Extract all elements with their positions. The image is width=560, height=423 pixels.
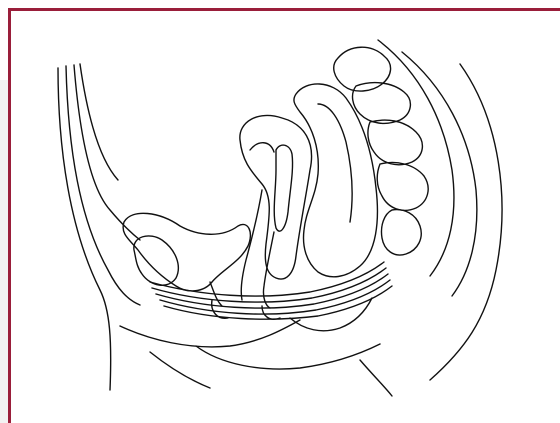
bladder [123, 213, 250, 306]
rectum [294, 84, 378, 277]
posterior-body-wall [430, 64, 502, 380]
perineum [120, 298, 392, 396]
abdominal-wall [58, 64, 140, 390]
pubic-bone [134, 236, 178, 285]
sacrum [334, 40, 477, 296]
pelvic-floor-muscles [150, 262, 392, 319]
uterus [240, 115, 312, 279]
